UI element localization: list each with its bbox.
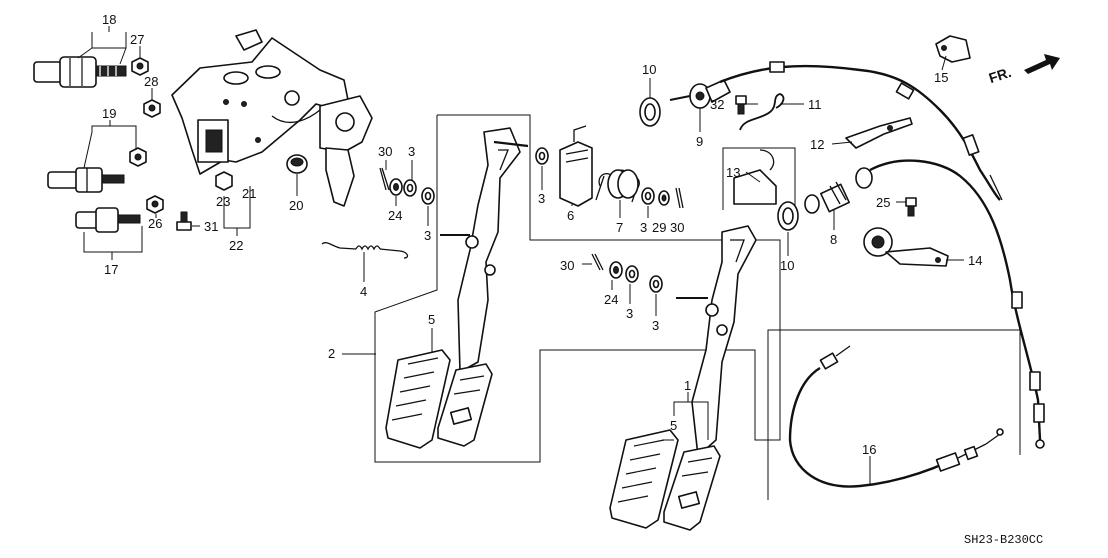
- pedal-pad-5-upper: [385, 349, 451, 449]
- callout-17: 17: [104, 262, 118, 277]
- callout-19: 19: [102, 106, 116, 121]
- callout-14: 14: [968, 253, 982, 268]
- callout-29: 29: [652, 220, 666, 235]
- callout-30c: 30: [560, 258, 574, 273]
- front-direction-arrow: [1024, 54, 1060, 74]
- callout-13: 13: [726, 165, 740, 180]
- callout-15: 15: [934, 70, 948, 85]
- callout-9: 9: [696, 134, 703, 149]
- callout-32: 32: [710, 97, 724, 112]
- bracket-13: [733, 149, 777, 205]
- washer-24b: [609, 261, 623, 279]
- bracket-12: [845, 117, 913, 149]
- callout-27: 27: [130, 32, 144, 47]
- pedal-foot-lower: [663, 445, 721, 531]
- throttle-cable-upper: [719, 61, 1003, 201]
- callout-3c: 3: [538, 191, 545, 206]
- pedal-pad-5-lower: [609, 429, 679, 529]
- bushing-6: [559, 125, 593, 207]
- callout-3f: 3: [652, 318, 659, 333]
- bracket-13-boundary: [722, 147, 796, 210]
- bolt-31: [176, 211, 192, 231]
- washer-29: [658, 190, 670, 206]
- callout-23: 23: [216, 194, 230, 209]
- nut-26: [146, 195, 164, 214]
- callout-10b: 10: [780, 258, 794, 273]
- callout-26: 26: [148, 216, 162, 231]
- grommet-10a: [639, 97, 661, 127]
- leader-lines: [77, 26, 964, 486]
- callout-30b: 30: [670, 220, 684, 235]
- switch-17: [75, 207, 141, 233]
- callout-20: 20: [289, 198, 303, 213]
- cable-16-boundary: [767, 329, 1021, 500]
- callout-4: 4: [360, 284, 367, 299]
- nut-19: [129, 147, 147, 167]
- grommet-10b: [777, 201, 799, 231]
- callout-labels: 18 27 28 19 26 31 17 23 21 22 20 30 3 24…: [102, 12, 1043, 547]
- callout-30a: 30: [378, 144, 392, 159]
- pedal-foot-upper: [437, 363, 493, 447]
- callout-7: 7: [616, 220, 623, 235]
- cable-adjuster-8: [804, 159, 1045, 449]
- washer-3f: [649, 275, 663, 293]
- callout-31: 31: [204, 219, 218, 234]
- callout-25: 25: [876, 195, 890, 210]
- bumper-20: [286, 154, 308, 174]
- bolt-25: [905, 197, 917, 217]
- clip-11: [739, 93, 785, 131]
- stop-switch-18: [33, 56, 127, 88]
- callout-3d: 3: [640, 220, 647, 235]
- callout-18: 18: [102, 12, 116, 27]
- callout-28: 28: [144, 74, 158, 89]
- callout-11: 11: [808, 97, 822, 112]
- callout-22: 22: [229, 238, 243, 253]
- spring-7: [595, 169, 640, 203]
- callout-10a: 10: [642, 62, 656, 77]
- callout-3b: 3: [424, 228, 431, 243]
- cotter-pin-30a: [379, 167, 390, 191]
- cotter-pin-30c: [591, 253, 604, 271]
- bracket-14: [863, 227, 949, 267]
- callout-21: 21: [242, 186, 256, 201]
- callout-24b: 24: [604, 292, 618, 307]
- switch-19: [47, 167, 125, 193]
- callout-2: 2: [328, 346, 335, 361]
- callout-6: 6: [567, 208, 574, 223]
- washer-3e: [625, 265, 639, 283]
- callout-5a: 5: [428, 312, 435, 327]
- front-label: FR.: [987, 64, 1013, 86]
- cable-end-9: [669, 79, 731, 109]
- nut-28: [143, 99, 161, 118]
- pedal-bracket-21: [171, 29, 373, 207]
- cotter-pin-30b: [675, 187, 684, 209]
- nut-27: [131, 57, 149, 76]
- callout-16: 16: [862, 442, 876, 457]
- callout-3e: 3: [626, 306, 633, 321]
- washer-3a: [403, 179, 417, 197]
- callout-12: 12: [810, 137, 824, 152]
- washer-3b: [421, 187, 435, 205]
- callout-1: 1: [684, 378, 691, 393]
- washer-3d: [641, 187, 655, 205]
- return-spring-4: [321, 242, 409, 259]
- bracket-15: [935, 35, 971, 63]
- washer-3c: [535, 147, 549, 165]
- bolt-32: [735, 95, 747, 115]
- callout-5b: 5: [670, 418, 677, 433]
- pedal-arm-upper: [440, 127, 529, 373]
- callout-3a: 3: [408, 144, 415, 159]
- callout-8: 8: [830, 232, 837, 247]
- pedal-arm-lower: [676, 225, 757, 457]
- throttle-cable-16: [788, 345, 1004, 488]
- assembly-2-boundary: [374, 114, 781, 463]
- nut-23: [215, 171, 233, 191]
- callout-24a: 24: [388, 208, 402, 223]
- washer-24a: [389, 178, 403, 196]
- diagram-code: SH23-B230CC: [964, 533, 1043, 547]
